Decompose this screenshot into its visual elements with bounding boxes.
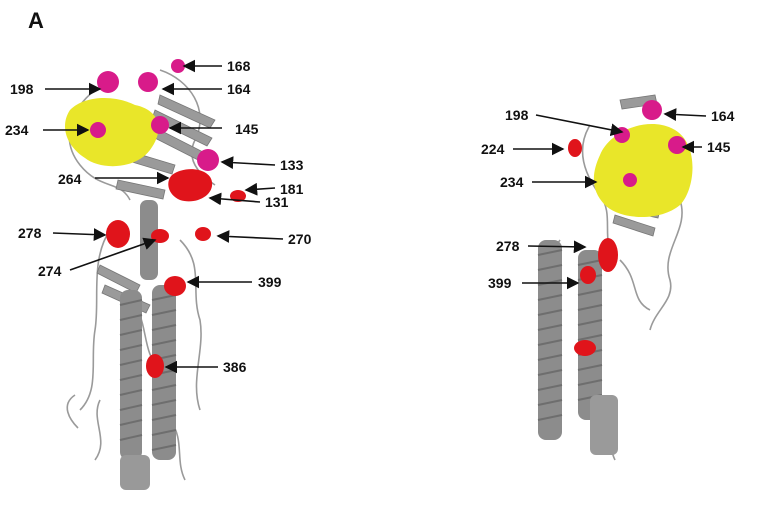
label-274: 274 [38, 263, 62, 279]
label-270: 270 [288, 231, 312, 247]
label-278: 278 [18, 225, 42, 241]
label-133: 133 [280, 157, 304, 173]
label-131: 131 [265, 194, 289, 210]
label-399: 399 [258, 274, 282, 290]
label-399: 399 [488, 275, 512, 291]
label-278: 278 [496, 238, 520, 254]
label-198: 198 [10, 81, 34, 97]
label-164: 164 [227, 81, 251, 97]
label-168: 168 [227, 58, 251, 74]
label-145: 145 [707, 139, 731, 155]
label-234: 234 [500, 174, 524, 190]
left-protein-structure [65, 59, 246, 490]
label-224: 224 [481, 141, 505, 157]
label-145: 145 [235, 121, 259, 137]
label-164: 164 [711, 108, 735, 124]
panel-label: A [28, 8, 44, 34]
label-264: 264 [58, 171, 82, 187]
label-234: 234 [5, 122, 29, 138]
label-198: 198 [505, 107, 529, 123]
label-386: 386 [223, 359, 247, 375]
